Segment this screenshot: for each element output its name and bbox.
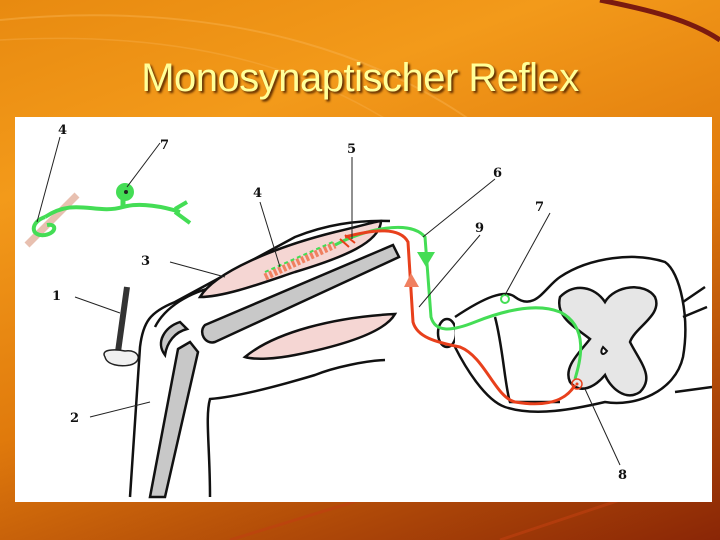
tibia-bone [148,340,200,499]
spinal-cord [453,255,712,413]
reflex-diagram: 4 7 1 2 3 4 5 6 9 7 8 [15,117,712,502]
hamstring-muscle [242,312,398,360]
label-2: 2 [70,411,79,426]
quadriceps-muscle [197,219,383,299]
label-7-inset: 7 [160,138,169,153]
patella-bone [159,320,190,359]
label-4-inset: 4 [58,123,67,138]
label-8: 8 [618,468,627,483]
afferent-neuron [334,225,583,380]
slide-title: Monosynaptischer Reflex [141,56,579,100]
femur-bone [200,243,401,344]
label-9: 9 [475,221,484,236]
label-4: 4 [253,186,262,201]
label-5: 5 [347,142,356,157]
label-3: 3 [141,254,150,269]
label-7: 7 [535,200,544,215]
reflex-hammer [103,286,139,367]
efferent-neuron [339,229,583,406]
label-6: 6 [493,166,502,181]
label-1: 1 [52,289,61,304]
leader-lines [36,136,621,466]
muscle-spindle [263,240,337,281]
inset-neuron-illustration [24,183,192,248]
